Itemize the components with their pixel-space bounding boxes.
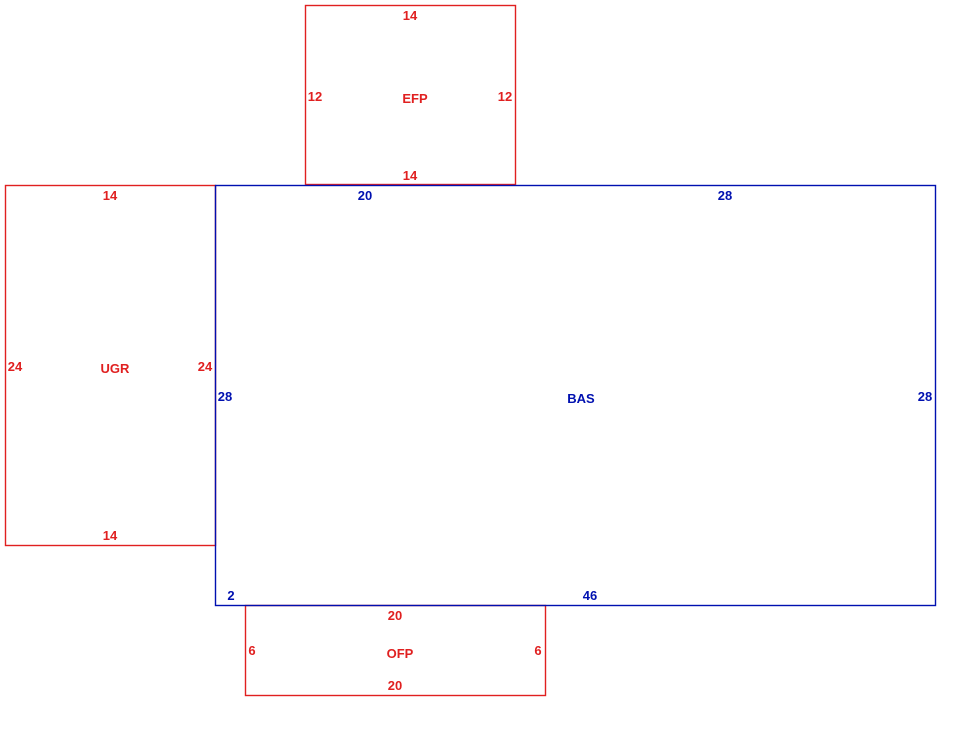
ofp-dim-bottom: 20 (388, 678, 402, 693)
efp-dim-bottom: 14 (403, 168, 418, 183)
ugr-dim-bottom: 14 (103, 528, 118, 543)
ofp-dim-top: 20 (388, 608, 402, 623)
bas-dim-left: 28 (218, 389, 232, 404)
ofp-label: OFP (387, 646, 414, 661)
efp-dim-right: 12 (498, 89, 512, 104)
bas-dim-right: 28 (918, 389, 932, 404)
efp-dim-left: 12 (308, 89, 322, 104)
efp-outline (304, 4, 517, 186)
ugr-dim-top: 14 (103, 188, 118, 203)
ugr-label: UGR (101, 361, 131, 376)
bas-outline (214, 184, 937, 607)
efp-label: EFP (402, 91, 428, 106)
bas-dim-bottom-left: 2 (227, 588, 234, 603)
ugr-dim-left: 24 (8, 359, 23, 374)
bas-dim-bottom-right: 46 (583, 588, 597, 603)
efp-dim-top: 14 (403, 8, 418, 23)
bas-dim-top-right: 28 (718, 188, 732, 203)
ofp-dim-left: 6 (248, 643, 255, 658)
ofp-dim-right: 6 (534, 643, 541, 658)
bas-dim-top-left: 20 (358, 188, 372, 203)
ugr-dim-right: 24 (198, 359, 213, 374)
bas-label: BAS (567, 391, 595, 406)
